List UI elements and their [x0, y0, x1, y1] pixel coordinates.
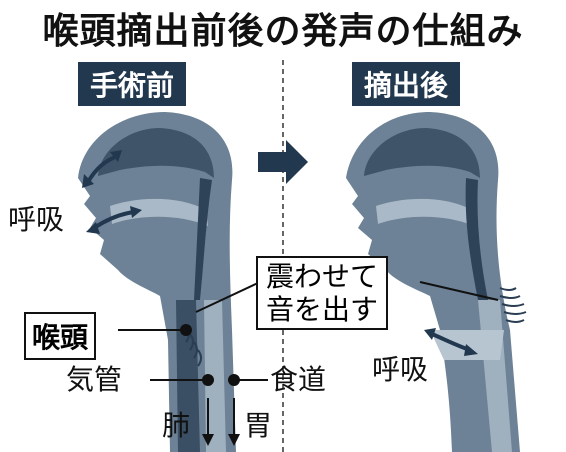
label-stomach: 胃 — [244, 409, 273, 442]
esophagus-tube-before — [204, 300, 226, 452]
leader-lines — [118, 281, 499, 386]
page-title: 喉頭摘出前後の発声の仕組み — [42, 11, 524, 52]
callout-line-2: 音を出す — [266, 293, 379, 327]
nasal-cavity-before — [98, 128, 214, 178]
panel-tag-after: 摘出後 — [352, 62, 461, 106]
label-trachea: 気管 — [66, 363, 123, 396]
down-arrows — [202, 398, 240, 446]
label-esophagus: 食道 — [270, 363, 327, 396]
breathing-arrows-before — [82, 150, 142, 234]
callout-line-1: 震わせて — [266, 260, 379, 293]
transition-arrow — [258, 140, 308, 184]
mouth-after — [376, 198, 474, 226]
label-breathing-after: 呼吸 — [372, 353, 429, 386]
label-lungs: 肺 — [162, 409, 191, 442]
nasal-cavity-after — [364, 128, 480, 178]
mouth-before — [110, 198, 208, 226]
throat-after — [465, 178, 488, 300]
head-after — [346, 112, 527, 452]
breathing-arrows-after — [424, 328, 478, 356]
panel-tag-before: 手術前 — [78, 62, 187, 106]
label-larynx: 喉頭 — [24, 312, 97, 360]
trachea-tube-before — [176, 300, 200, 452]
vibration-callout: 震わせて 音を出す — [256, 256, 389, 331]
label-breathing-before: 呼吸 — [8, 203, 65, 236]
vocal-waves-after — [499, 287, 527, 323]
throat-before — [194, 178, 212, 300]
head-before — [78, 112, 236, 452]
